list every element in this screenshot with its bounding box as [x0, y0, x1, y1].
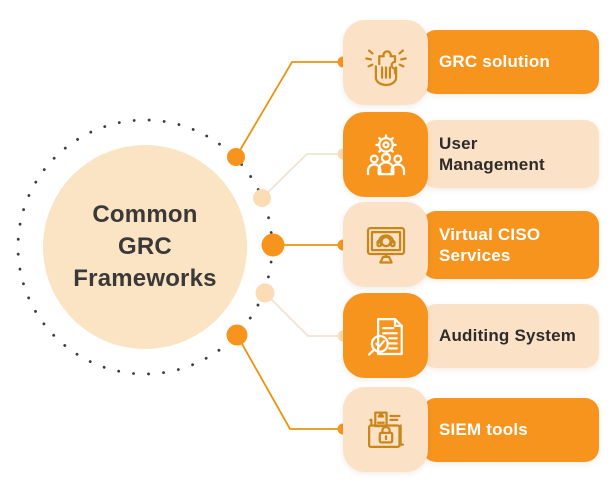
connector-line-user-management — [261, 153, 343, 199]
title-line-3: Frameworks — [73, 264, 217, 292]
connector-line-grc-solution — [235, 61, 343, 158]
icon-tile-virtual-ciso-services — [343, 202, 428, 287]
ring-node-dot-auditing-system — [255, 283, 275, 303]
ring-node-dot-siem-tools — [226, 324, 248, 346]
title-line-1: Common — [92, 201, 198, 229]
icon-tile-grc-solution — [343, 20, 428, 105]
item-label: Virtual CISO Services — [439, 224, 541, 265]
connector-line-auditing-system — [264, 292, 343, 337]
label-bar-user-management: User Management — [422, 120, 599, 188]
headset-monitor-icon — [366, 226, 405, 264]
icon-tile-siem-tools — [343, 387, 428, 472]
ring-node-dot-virtual-ciso — [261, 233, 285, 257]
icon-tile-user-management — [343, 112, 428, 197]
diagram-title: Common GRC Frameworks — [73, 199, 216, 294]
ring-node-dot-grc-solution — [227, 148, 245, 166]
title-line-2: GRC — [118, 233, 172, 261]
secure-folder-lock-icon — [367, 410, 404, 448]
item-label: GRC solution — [439, 52, 550, 72]
connector-line-siem-tools — [236, 334, 343, 430]
team-gear-icon — [366, 133, 405, 175]
center-circle: Common GRC Frameworks — [43, 145, 247, 349]
hand-puzzle-icon — [364, 49, 407, 86]
label-bar-auditing-system: Auditing System — [422, 304, 599, 368]
ring-node-dot-user-management — [253, 189, 271, 207]
item-label: User Management — [439, 133, 545, 174]
label-bar-virtual-ciso-services: Virtual CISO Services — [422, 211, 599, 279]
item-label: Auditing System — [439, 326, 577, 346]
item-label: SIEM tools — [439, 420, 528, 440]
label-bar-grc-solution: GRC solution — [422, 30, 599, 94]
label-bar-siem-tools: SIEM tools — [422, 398, 599, 462]
icon-tile-auditing-system — [343, 293, 428, 378]
audit-magnifier-document-icon — [367, 317, 403, 356]
